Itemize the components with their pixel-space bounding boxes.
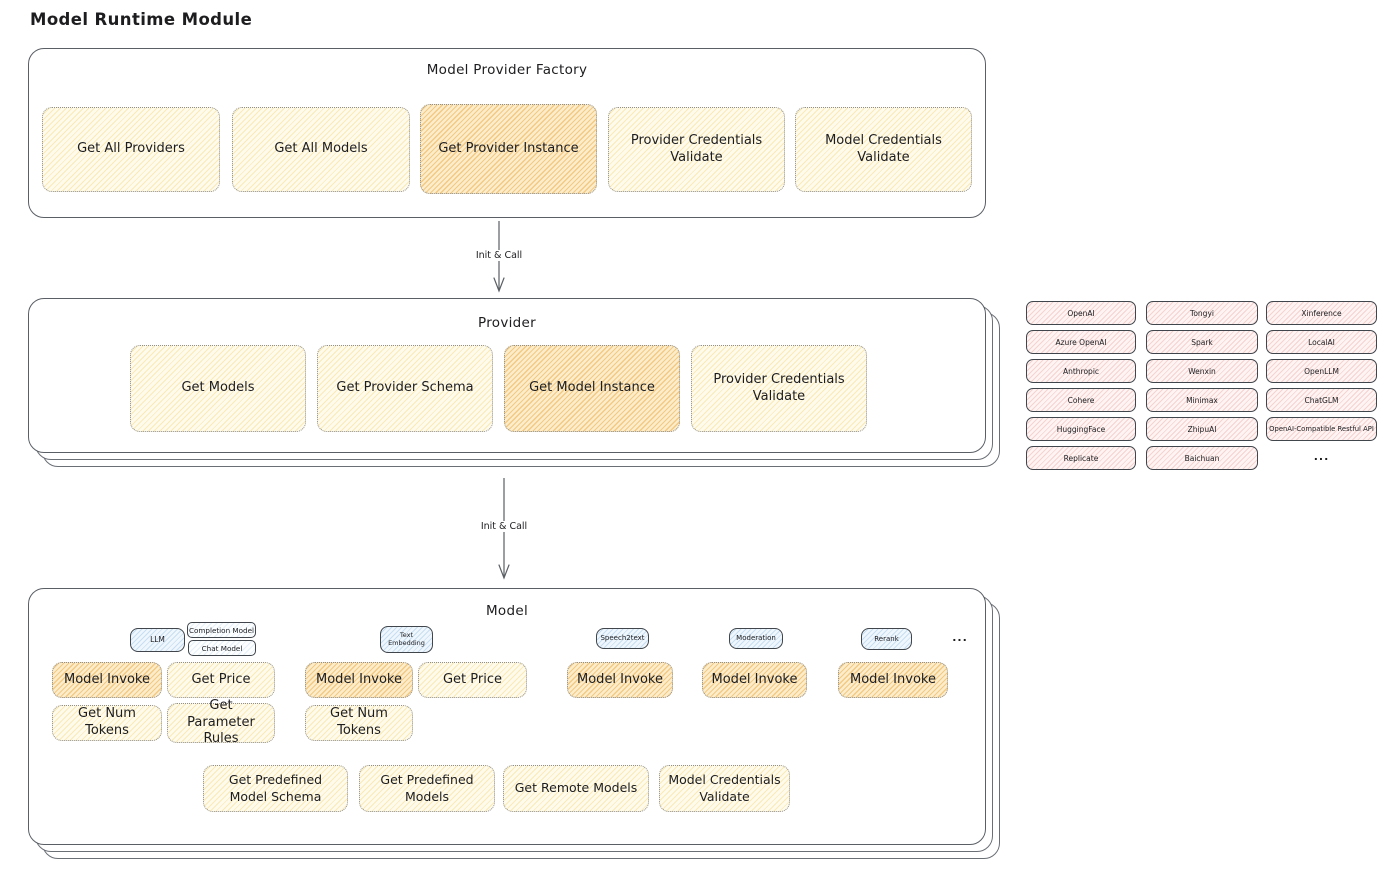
provider-chip-openllm: OpenLLM <box>1266 359 1377 383</box>
llm-op-get-num-tokens: Get Num Tokens <box>52 705 162 741</box>
provider-op-get-provider-schema: Get Provider Schema <box>317 345 493 432</box>
model-op-model-credentials-validate: Model Credentials Validate <box>659 765 790 812</box>
factory-op-provider-credentials-validate: Provider Credentials Validate <box>608 107 785 192</box>
providers-more-ellipsis: ... <box>1313 450 1330 463</box>
provider-chip-huggingface: HuggingFace <box>1026 417 1136 441</box>
tab-text-embedding: Text Embedding <box>380 626 433 653</box>
tab-speech2text: Speech2text <box>596 628 649 649</box>
init-call-label: Init & Call <box>469 521 539 532</box>
factory-op-get-all-models: Get All Models <box>232 107 410 192</box>
provider-chip-minimax: Minimax <box>1146 388 1258 412</box>
factory-op-model-credentials-validate: Model Credentials Validate <box>795 107 972 192</box>
embedding-op-model-invoke: Model Invoke <box>305 662 413 698</box>
provider-chip-spark: Spark <box>1146 330 1258 354</box>
provider-chip-wenxin: Wenxin <box>1146 359 1258 383</box>
provider-chip-baichuan: Baichuan <box>1146 446 1258 470</box>
provider-title: Provider <box>478 315 536 331</box>
provider-chip-openai: OpenAI <box>1026 301 1136 325</box>
provider-chip-xinference: Xinference <box>1266 301 1377 325</box>
subtab-chat-model: Chat Model <box>188 640 256 656</box>
provider-chip-cohere: Cohere <box>1026 388 1136 412</box>
llm-op-get-price: Get Price <box>167 662 275 698</box>
model-op-get-remote-models: Get Remote Models <box>503 765 649 812</box>
provider-chip-anthropic: Anthropic <box>1026 359 1136 383</box>
factory-title: Model Provider Factory <box>426 62 588 78</box>
tab-rerank: Rerank <box>861 628 912 650</box>
model-more-ellipsis: ... <box>952 631 968 644</box>
speech2text-op-model-invoke: Model Invoke <box>567 662 673 698</box>
factory-op-get-all-providers: Get All Providers <box>42 107 220 192</box>
page-title: Model Runtime Module <box>30 10 253 29</box>
rerank-op-model-invoke: Model Invoke <box>838 662 948 698</box>
provider-chip-zhipuai: ZhipuAI <box>1146 417 1258 441</box>
provider-chip-replicate: Replicate <box>1026 446 1136 470</box>
init-call-label: Init & Call <box>464 250 534 261</box>
provider-chip-localai: LocalAI <box>1266 330 1377 354</box>
embedding-op-get-price: Get Price <box>418 662 527 698</box>
moderation-op-model-invoke: Model Invoke <box>702 662 807 698</box>
llm-op-model-invoke: Model Invoke <box>52 662 162 698</box>
provider-op-get-model-instance: Get Model Instance <box>504 345 680 432</box>
llm-op-get-parameter-rules: Get Parameter Rules <box>167 698 275 746</box>
provider-op-get-models: Get Models <box>130 345 306 432</box>
provider-chip-azure-openai: Azure OpenAI <box>1026 330 1136 354</box>
embedding-op-get-num-tokens: Get Num Tokens <box>305 705 413 741</box>
tab-moderation: Moderation <box>729 628 783 649</box>
model-title: Model <box>485 603 529 619</box>
model-op-get-predefined-model-schema: Get Predefined Model Schema <box>203 765 348 812</box>
model-op-get-predefined-models: Get Predefined Models <box>359 765 495 812</box>
factory-op-get-provider-instance: Get Provider Instance <box>420 104 597 194</box>
provider-chip-chatglm: ChatGLM <box>1266 388 1377 412</box>
provider-op-provider-credentials-validate: Provider Credentials Validate <box>691 345 867 432</box>
tab-llm: LLM <box>130 628 185 652</box>
provider-chip-tongyi: Tongyi <box>1146 301 1258 325</box>
provider-chip-openai-compatible: OpenAI-Compatible Restful API <box>1266 417 1377 441</box>
subtab-completion-model: Completion Model <box>187 622 256 638</box>
